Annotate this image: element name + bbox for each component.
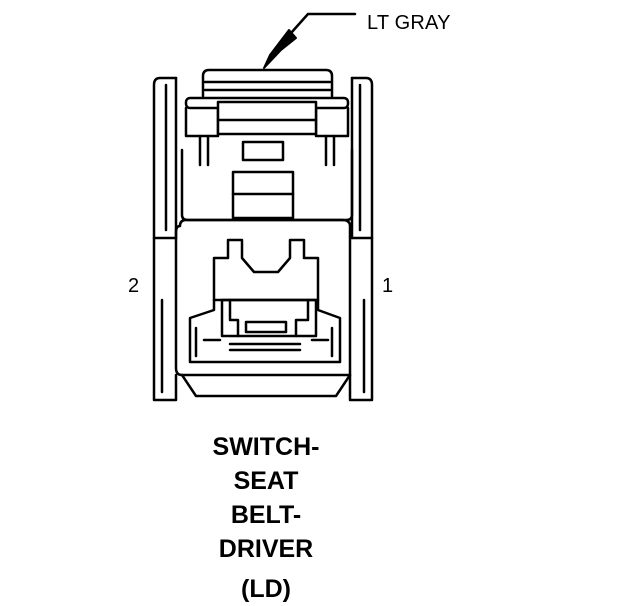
caption-line-4: DRIVER	[218, 535, 314, 563]
pin-label-2: 2	[128, 275, 140, 297]
caption-line-3: BELT-	[230, 501, 302, 529]
connector-body	[152, 68, 374, 402]
color-callout-label: LT GRAY	[367, 12, 451, 34]
caption-line-5: (LD)	[241, 575, 291, 603]
pin-label-1: 1	[382, 275, 394, 297]
caption-line-2: SEAT	[233, 467, 299, 495]
leader-arrow	[263, 12, 357, 69]
caption-line-1: SWITCH-	[212, 433, 320, 461]
